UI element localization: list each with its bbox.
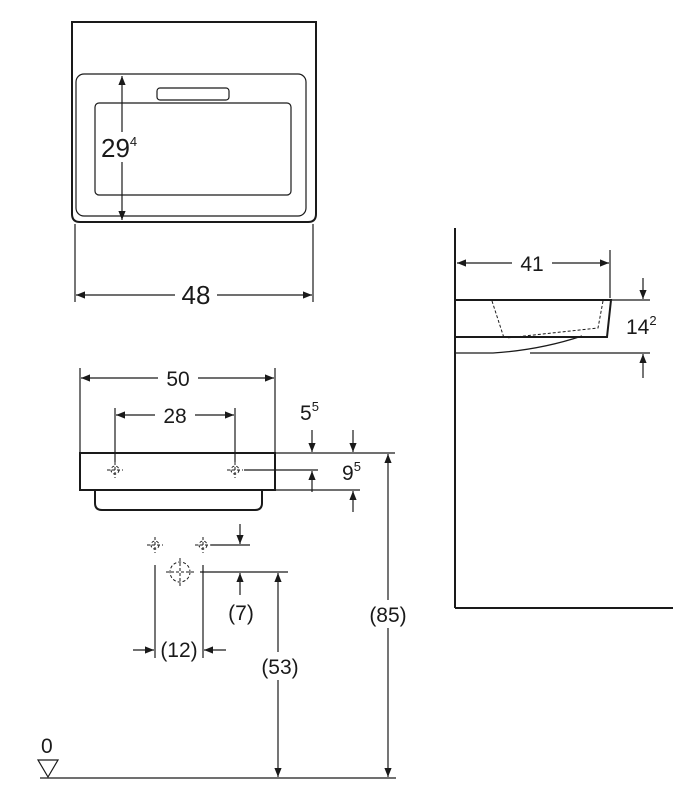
waste-point-right-icon <box>195 537 211 553</box>
front-view: 50 28 55 95 (85) (7) (12) <box>36 364 416 779</box>
floor-level-label: 0 <box>41 735 53 758</box>
side-view: 41 142 <box>454 228 673 609</box>
waste-outlet-icon <box>166 558 194 586</box>
basin-rim <box>75 73 307 217</box>
tap-hole-left-icon <box>107 462 123 478</box>
overall-width-dimension: 50 <box>166 368 189 391</box>
width-dimension: 48 <box>182 280 211 310</box>
tap-offset-dimension: 55 <box>300 399 319 425</box>
waste-height-dimension: (53) <box>261 656 298 679</box>
waste-spacing-dimension: (12) <box>160 639 197 662</box>
basin-front <box>79 452 276 491</box>
floor-level-icon <box>36 759 60 779</box>
projection-dimension: 41 <box>520 253 543 276</box>
rim-height-dimension: (85) <box>369 604 406 627</box>
basin-bowl <box>94 102 292 196</box>
depth-dimension: 294 <box>101 133 137 163</box>
waste-offset-dimension: (7) <box>228 602 254 625</box>
basin-outline-top <box>71 21 317 223</box>
tap-hole-right-icon <box>227 462 243 478</box>
thickness-dimension: 142 <box>626 313 657 339</box>
top-view: 294 48 <box>71 21 317 310</box>
overflow-slot <box>156 87 230 101</box>
tap-spacing-dimension: 28 <box>163 405 186 428</box>
basin-height-dimension: 95 <box>342 459 361 485</box>
waste-point-left-icon <box>147 537 163 553</box>
